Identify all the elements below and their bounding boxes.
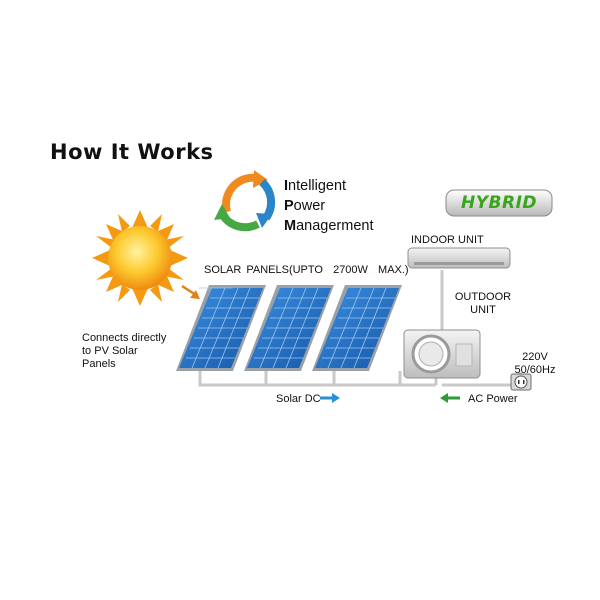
- connects-line1: Connects directly: [82, 332, 167, 344]
- ipm-initial-i: I: [284, 178, 289, 194]
- power-socket-icon: [510, 373, 532, 391]
- ipm-word-intelligent: ntelligent: [288, 178, 347, 194]
- solar-dc-label: Solar DC: [276, 393, 321, 405]
- outdoor-unit-label: OUTDOOR UNIT: [448, 291, 518, 317]
- indoor-unit-label: INDOOR UNIT: [411, 234, 484, 246]
- hybrid-badge: [445, 189, 553, 217]
- ipm-initial-m: M: [284, 218, 297, 234]
- page-title: How It Works: [50, 140, 214, 164]
- connects-line3: Panels: [82, 358, 116, 370]
- outdoor-label-line2: UNIT: [470, 304, 496, 316]
- connects-directly-note: Connects directly to PV Solar Panels: [82, 332, 166, 371]
- ipm-initial-p: P: [284, 198, 294, 214]
- hybrid-badge-label: HYBRID: [460, 193, 538, 213]
- voltage-line2: 50/60Hz: [514, 364, 556, 376]
- outdoor-unit: [403, 329, 481, 379]
- outdoor-label-line1: OUTDOOR: [454, 291, 512, 303]
- ipm-label: Intelligent Power Managerment: [284, 176, 373, 236]
- sunlight-arrow-icon: [181, 284, 200, 299]
- solar-panel-1: [176, 285, 266, 371]
- sun-icon: [92, 210, 188, 306]
- solar-panel-2: [244, 285, 334, 371]
- voltage-line1: 220V: [522, 351, 548, 363]
- solar-panels: [176, 285, 402, 371]
- solar-panel-3: [312, 285, 402, 371]
- solar-dc-wiring: [198, 371, 438, 387]
- ipm-cycle-icon: [214, 170, 276, 232]
- voltage-label: 220V 50/60Hz: [510, 351, 560, 377]
- solar-panels-label: SOLAR PANELS(UPTO 2700W MAX.): [204, 264, 409, 276]
- ac-power-arrow-icon: [440, 393, 460, 403]
- ac-power-label: AC Power: [468, 393, 518, 405]
- solar-dc-arrow-icon: [320, 393, 340, 403]
- ipm-word-power: ower: [293, 198, 326, 214]
- ipm-word-management: anagerment: [296, 218, 374, 234]
- indoor-unit: [407, 247, 511, 269]
- connects-line2: to PV Solar: [82, 345, 138, 357]
